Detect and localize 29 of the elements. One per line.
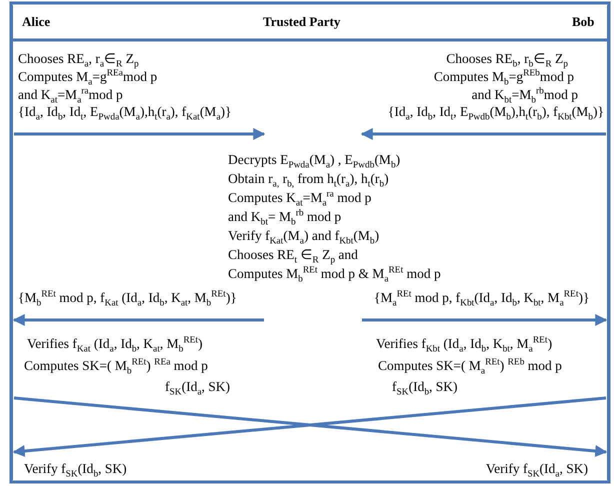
protocol-step: Obtain r$_{a,}$ r$_{b,}$ from h$_{t}$(r$_{a}$), h$_{t}$(r$_{b}$) (228, 171, 389, 187)
protocol-step: Decrypts E$_{Pwda}$(M$_{a}$) , E$_{Pwdb}$(M$_{b}$) (228, 152, 400, 168)
arrow (12, 314, 264, 326)
protocol-step: f$_{SK}$(Id$_{a}$, SK) (165, 379, 230, 395)
message-label: {Id$_{a}$, Id$_{b}$, Id$_{t}$, E$_{Pwda}$(M$_{a}$),h$_{t}$(r$_{a}$), f$_{Kat}$(M$_{a}$)} (18, 104, 232, 120)
arrow (362, 314, 608, 326)
protocol-step: Computes M$_{b}$$^{REt}$ mod p & M$_{a}$$^{REt}$ mod p (228, 266, 441, 282)
protocol-step: Chooses RE$_{t}$ ∈$_{R}$ Z$_{p}$ and (228, 247, 358, 263)
message-label: {M$_{a}$$^{REt}$ mod p, f$_{Kbt}$(Id$_{a}$, Id$_{b}$, K$_{bt}$, M$_{a}$$^{REt}$)} (374, 290, 590, 306)
protocol-step: Chooses RE$_{a}$, r$_{a}$∈$_{R}$ Z$_{p}$ (18, 51, 139, 67)
protocol-step: Computes K$_{at}$=M$_{a}$$^{ra}$ mod p (228, 190, 372, 206)
arrow (360, 128, 606, 140)
protocol-step: and K$_{at}$=M$_{a}$$^{ra}$mod p (18, 87, 123, 103)
protocol-step: Verify f$_{SK}$(Id$_{b}$, SK) (24, 461, 127, 477)
protocol-step: Computes SK=( M$_{a}$$^{REt}$) $^{REb}$ mod p (378, 358, 562, 374)
protocol-step: Verifies f$_{Kbt}$ (Id$_{a}$, Id$_{b}$, K$_{bt}$, M$_{a}$$^{REt}$) (376, 336, 552, 352)
protocol-step: Computes M$_{a}$=g$^{REa}$mod p (18, 69, 158, 85)
protocol-step: f$_{SK}$(Id$_{b}$, SK) (392, 379, 458, 395)
protocol-step: Verify f$_{SK}$(Id$_{a}$, SK) (486, 461, 588, 477)
arrow (14, 128, 266, 140)
protocol-step: Verifies f$_{Kat}$ (Id$_{a}$, Id$_{b}$, K$_{at}$, M$_{b}$$^{REt}$) (27, 336, 203, 352)
protocol-step: Verify f$_{Kat}$(M$_{a}$) and f$_{Kbt}$(M$_{b}$) (228, 228, 380, 244)
protocol-step: Computes M$_{b}$=g$^{REb}$mod p (434, 69, 574, 85)
protocol-step: Computes SK=( M$_{b}$$^{REt}$) $^{REa}$ mod p (24, 358, 208, 374)
protocol-step: Chooses RE$_{b}$, r$_{b}$∈$_{R}$ Z$_{p}$ (446, 51, 568, 67)
message-label: {M$_{b}$$^{REt}$ mod p, f$_{Kat}$ (Id$_{a}$, Id$_{b}$, K$_{at}$, M$_{b}$$^{REt}$)} (18, 290, 237, 306)
protocol-step: and K$_{bt}$= M$_{b}$$^{rb}$ mod p (228, 209, 342, 225)
message-label: {Id$_{a}$, Id$_{b}$, Id$_{t}$, E$_{Pwdb}$(M$_{b}$),h$_{t}$(r$_{b}$), f$_{Kbt}$(M$_{b}$)} (388, 104, 604, 120)
protocol-step: and K$_{bt}$=M$_{b}$$^{rb}$mod p (472, 87, 578, 103)
